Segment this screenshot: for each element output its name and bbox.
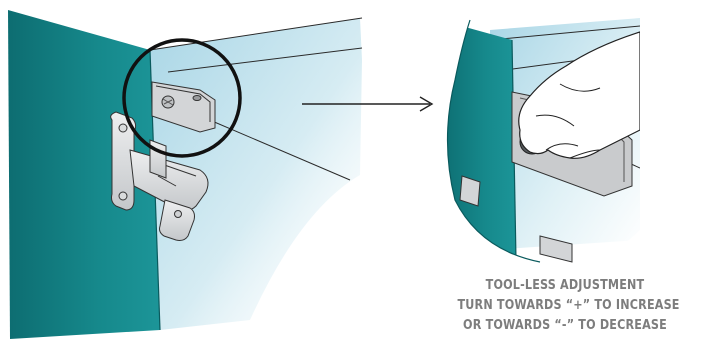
zoom-arrow — [302, 96, 434, 112]
zoom-view-outline — [446, 19, 541, 263]
zoomed-detail — [447, 10, 640, 264]
caption-text: TOOL-LESS ADJUSTMENT TURN TOWARDS “+” TO… — [457, 276, 680, 336]
magnifier-circle — [122, 38, 242, 158]
door-panel — [8, 10, 160, 339]
caption-increase-instruction: TURN TOWARDS “+” TO INCREASE — [457, 298, 680, 313]
caption-block: TOOL-LESS ADJUSTMENT TURN TOWARDS “+” TO… — [440, 276, 690, 339]
cabinet-shelf-edge — [204, 117, 351, 181]
hinge-assembly — [110, 111, 209, 241]
hand — [518, 31, 640, 159]
caption-decrease-instruction: OR TOWARDS “-” TO DECREASE — [463, 318, 667, 333]
caption-title: TOOL-LESS ADJUSTMENT — [485, 278, 645, 293]
cabinet-top-edge — [149, 17, 363, 51]
adjustment-plate-small — [151, 81, 216, 133]
cabinet-inner-edge — [167, 47, 363, 73]
